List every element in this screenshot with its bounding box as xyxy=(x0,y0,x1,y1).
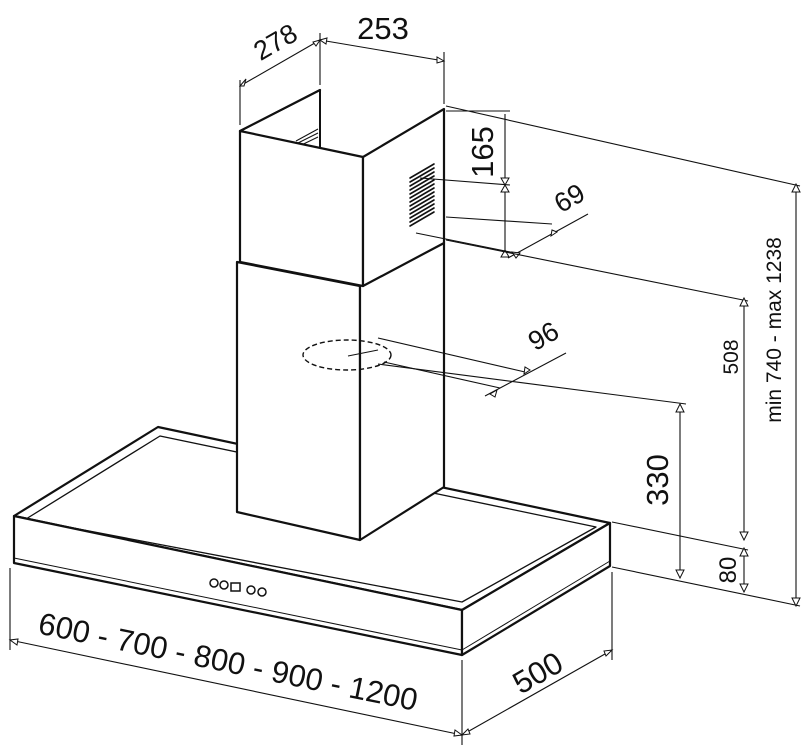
dim-label-hood-depth: 500 xyxy=(507,645,569,701)
chimney xyxy=(235,88,446,542)
dim-label-chimney-depth: 278 xyxy=(248,18,302,67)
dim-label-outlet-offset: 96 xyxy=(523,316,564,357)
control-buttons-icon xyxy=(209,578,267,597)
dim-label-total-height: min 740 - max 1238 xyxy=(763,237,786,423)
exhaust-outlet-icon xyxy=(302,339,392,371)
dim-label-chimney-width: 253 xyxy=(357,11,409,46)
dim-chimney-top xyxy=(238,33,446,125)
dim-depth xyxy=(460,572,614,736)
dim-verticals xyxy=(675,182,801,608)
dim-label-vent-offset: 69 xyxy=(549,178,590,219)
dim-label-vent-height: 165 xyxy=(465,126,500,178)
dim-outlet xyxy=(377,337,687,405)
dim-label-outlet-height: 330 xyxy=(640,454,675,506)
air-vent-grille-icon xyxy=(409,163,435,227)
dim-width xyxy=(8,568,464,745)
dim-label-wall-height: 508 xyxy=(720,339,743,374)
dim-label-canopy-height: 80 xyxy=(715,557,742,584)
